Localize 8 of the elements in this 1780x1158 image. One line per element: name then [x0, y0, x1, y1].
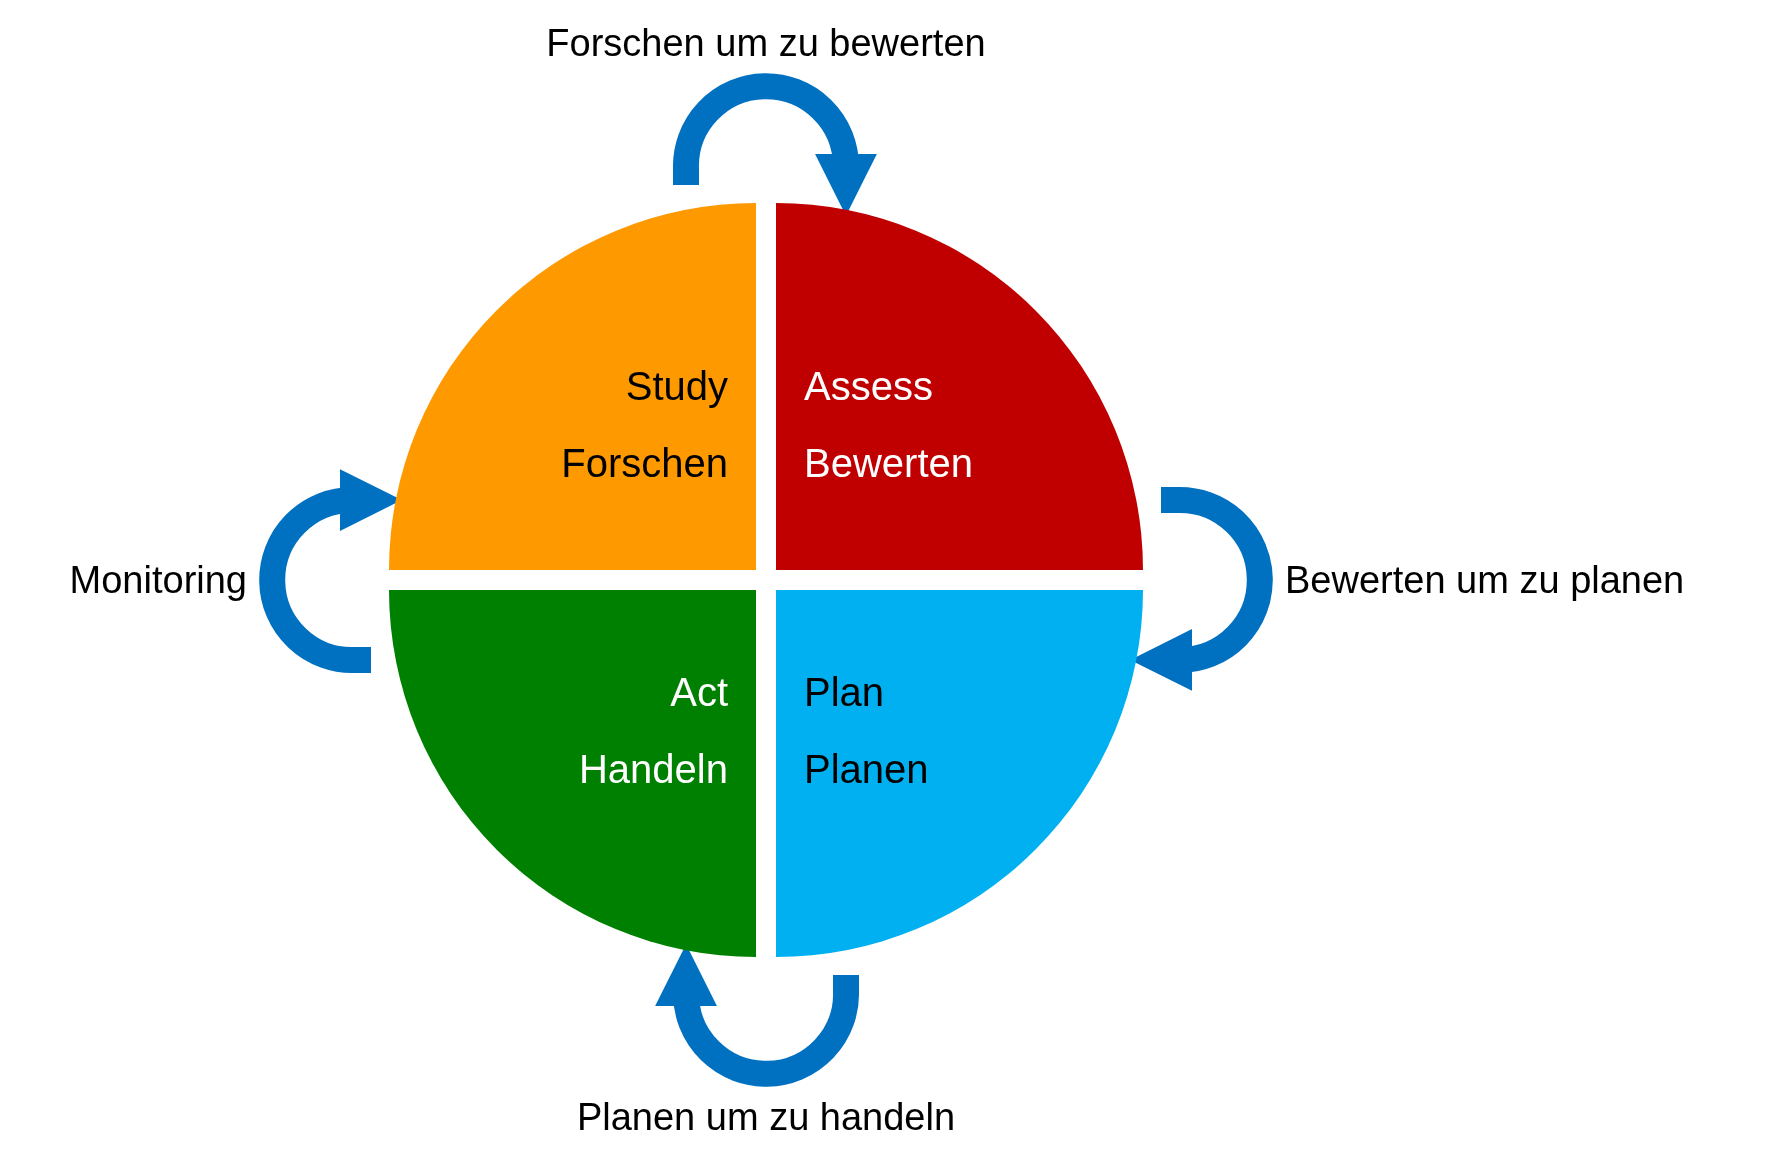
quadrant-label: Planen: [804, 746, 929, 793]
quadrant-label: Bewerten: [804, 440, 973, 487]
quadrant-label: Study: [625, 363, 728, 410]
quadrant-label: Assess: [804, 363, 933, 410]
quadrant-label: Forschen: [561, 440, 728, 487]
quadrant-label: Plan: [804, 669, 885, 716]
quadrant-label: Act: [670, 669, 728, 716]
quadrant-label: Handeln: [579, 746, 728, 793]
